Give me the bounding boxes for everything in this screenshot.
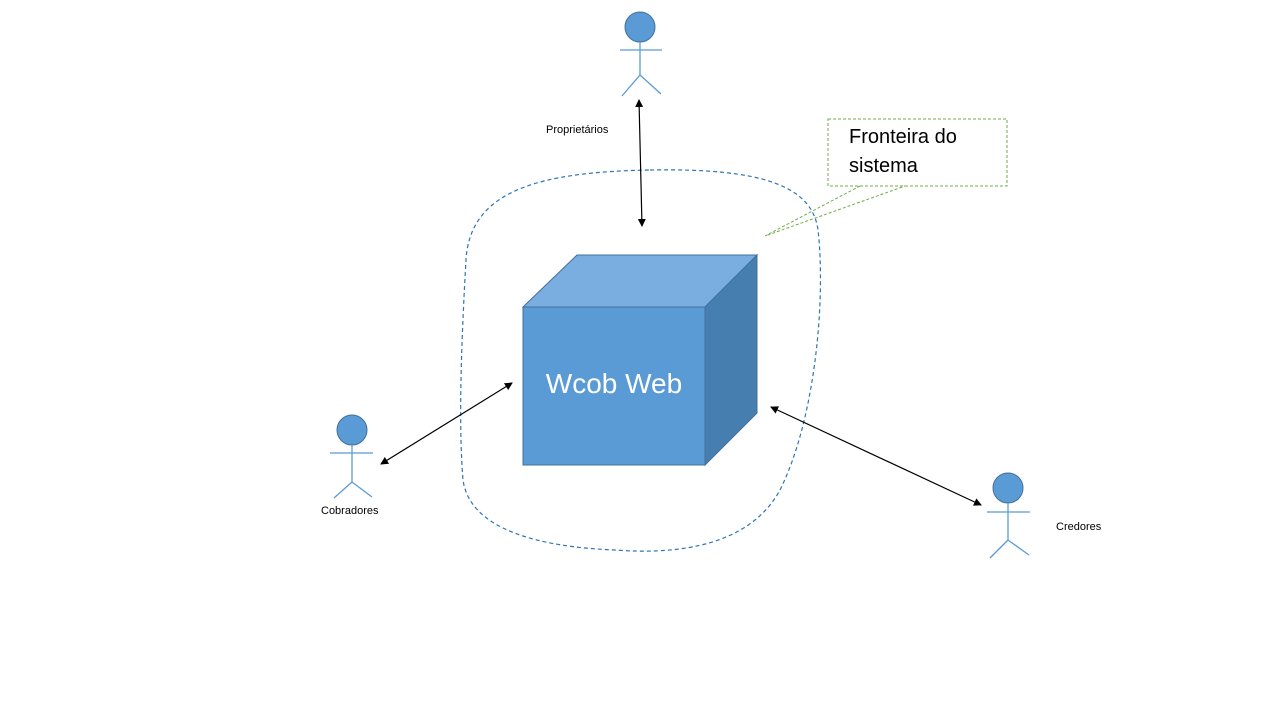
actor-cobradores-icon[interactable] xyxy=(330,414,373,499)
callout-box xyxy=(827,118,1008,187)
callout-pointer xyxy=(764,185,906,237)
actor-credores-icon[interactable] xyxy=(987,472,1030,559)
arrow-proprietarios-system xyxy=(635,99,646,227)
boundary-callout-text: Fronteira do sistema xyxy=(849,126,957,177)
actor-credores-label: Credores xyxy=(1056,521,1102,533)
arrow-credores-system xyxy=(770,406,982,506)
actor-proprietarios-label: Proprietários xyxy=(546,124,609,136)
system-cube[interactable] xyxy=(521,253,759,467)
actor-cobradores-label: Cobradores xyxy=(321,505,379,517)
arrow-cobradores-system xyxy=(380,382,513,465)
actor-proprietarios-icon[interactable] xyxy=(620,11,662,97)
cube-front-face xyxy=(522,306,706,466)
system-boundary xyxy=(460,169,822,552)
system-name: Wcob Web xyxy=(545,368,683,399)
boundary-callout xyxy=(764,118,1008,237)
